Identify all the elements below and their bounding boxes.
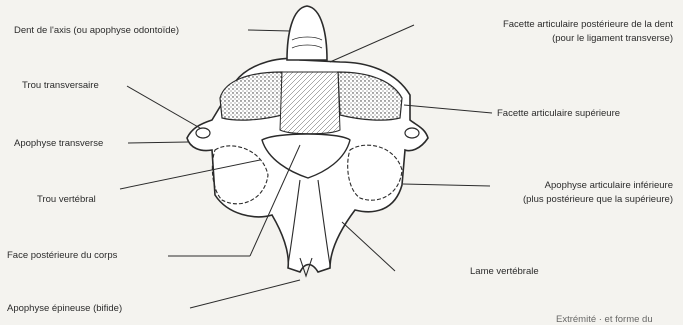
label-footer-fragment: Extrémité · et forme du xyxy=(556,314,653,325)
label-dent: Dent de l'axis (ou apophyse odontoïde) xyxy=(14,25,179,36)
label-facette-superieure: Facette articulaire supérieure xyxy=(497,108,620,119)
label-lame-vertebrale: Lame vertébrale xyxy=(470,266,539,277)
label-facette-posterieure-note: (pour le ligament transverse) xyxy=(552,33,673,44)
label-apophyse-articulaire-inferieure: Apophyse articulaire inférieure xyxy=(545,180,673,191)
label-trou-transversaire: Trou transversaire xyxy=(22,80,99,91)
label-trou-vertebral: Trou vertébral xyxy=(37,194,96,205)
posterior-body-face xyxy=(280,72,340,134)
left-transverse-foramen xyxy=(196,128,210,138)
label-facette-posterieure: Facette articulaire postérieure de la de… xyxy=(503,19,673,30)
left-superior-facet xyxy=(220,72,282,120)
label-apophyse-articulaire-inferieure-note: (plus postérieure que la supérieure) xyxy=(523,194,673,205)
label-apophyse-epineuse: Apophyse épineuse (bifide) xyxy=(7,303,122,314)
label-face-posterieure-corps: Face postérieure du corps xyxy=(7,250,117,261)
label-apophyse-transverse: Apophyse transverse xyxy=(14,138,103,149)
right-transverse-foramen xyxy=(405,128,419,138)
dens xyxy=(287,6,327,60)
